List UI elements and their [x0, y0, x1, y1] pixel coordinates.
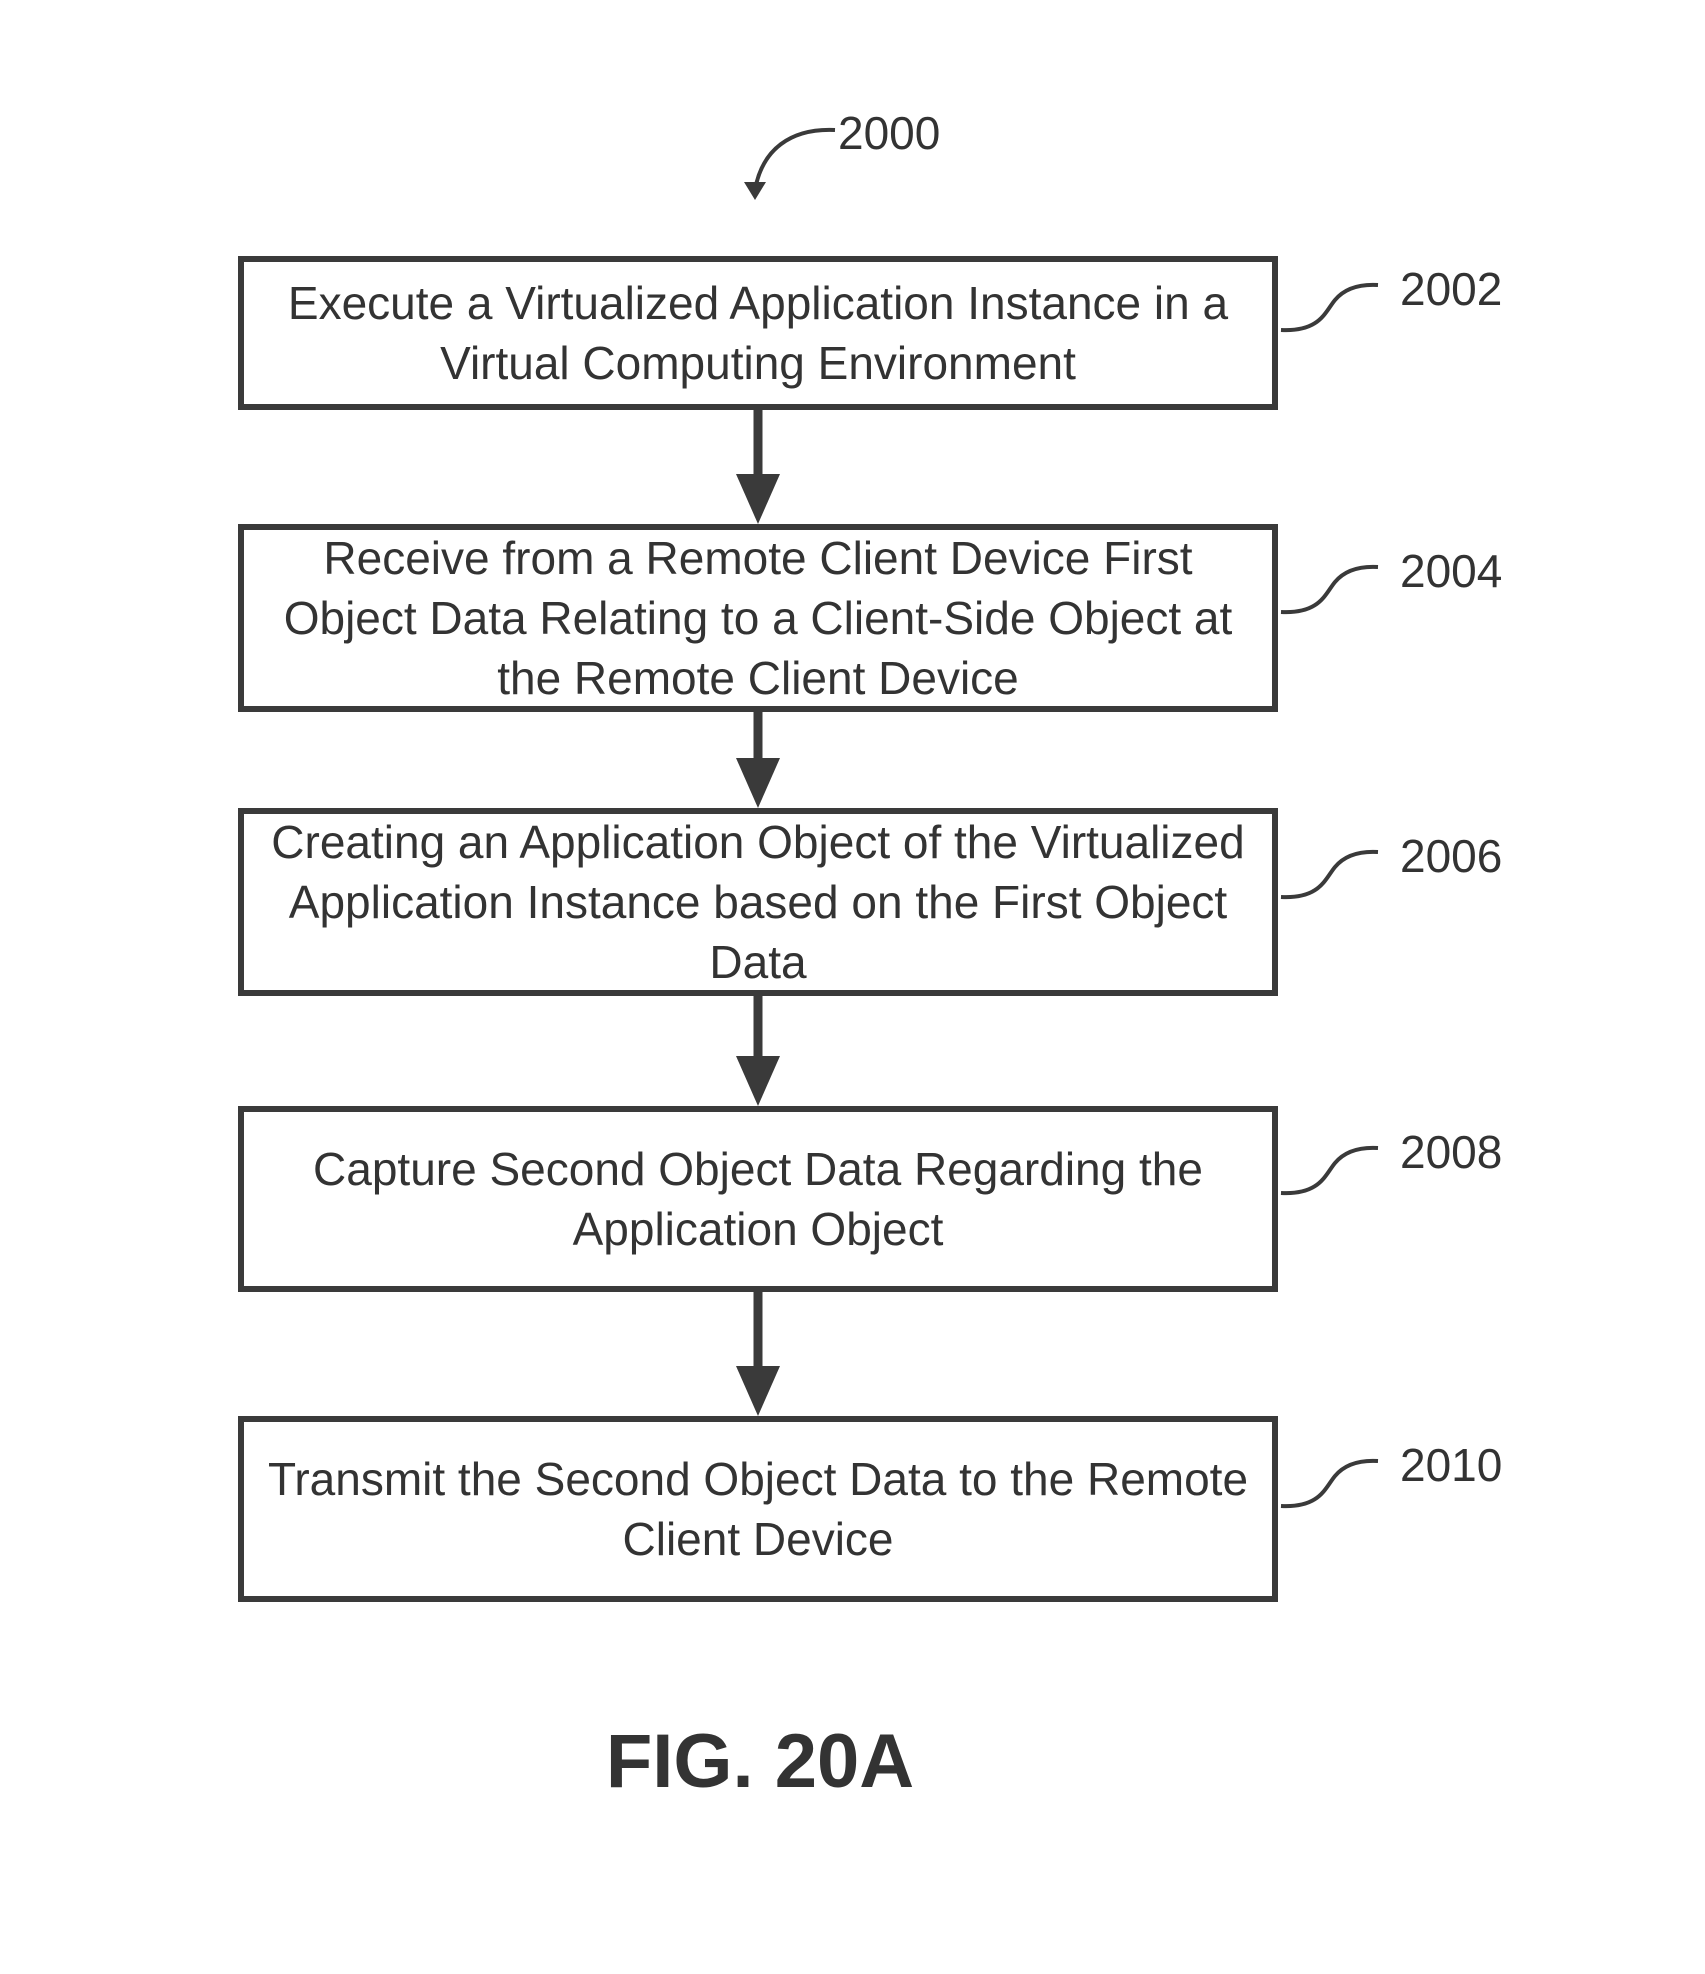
- ref-leader-2004: [1281, 567, 1378, 612]
- ref-leader-2008: [1281, 1148, 1378, 1193]
- step-ref-2006: 2006: [1400, 833, 1502, 879]
- ref-leader-2006: [1281, 852, 1378, 897]
- step-ref-2002: 2002: [1400, 266, 1502, 312]
- step-text-2006: Creating an Application Object of the Vi…: [244, 812, 1272, 992]
- figure-ref-label: 2000: [838, 110, 940, 156]
- step-box-2006: Creating an Application Object of the Vi…: [238, 808, 1278, 996]
- arrow-2008-to-2010: [736, 1292, 780, 1416]
- step-box-2008: Capture Second Object Data Regarding the…: [238, 1106, 1278, 1292]
- step-text-2010: Transmit the Second Object Data to the R…: [244, 1449, 1272, 1569]
- step-text-2008: Capture Second Object Data Regarding the…: [244, 1139, 1272, 1259]
- figure-ref-arrowhead: [744, 182, 766, 200]
- step-box-2010: Transmit the Second Object Data to the R…: [238, 1416, 1278, 1602]
- step-box-2004: Receive from a Remote Client Device Firs…: [238, 524, 1278, 712]
- step-box-2002: Execute a Virtualized Application Instan…: [238, 256, 1278, 410]
- step-text-2002: Execute a Virtualized Application Instan…: [244, 273, 1272, 393]
- arrow-2004-to-2006: [736, 712, 780, 808]
- step-ref-2010: 2010: [1400, 1442, 1502, 1488]
- figure-label: FIG. 20A: [0, 1718, 1520, 1805]
- ref-leader-2002: [1281, 285, 1378, 330]
- figure-ref-leader: [755, 130, 835, 190]
- step-ref-2004: 2004: [1400, 548, 1502, 594]
- ref-leader-2010: [1281, 1461, 1378, 1506]
- arrow-2002-to-2004: [736, 410, 780, 524]
- step-ref-2008: 2008: [1400, 1129, 1502, 1175]
- step-text-2004: Receive from a Remote Client Device Firs…: [244, 528, 1272, 708]
- arrow-2006-to-2008: [736, 996, 780, 1106]
